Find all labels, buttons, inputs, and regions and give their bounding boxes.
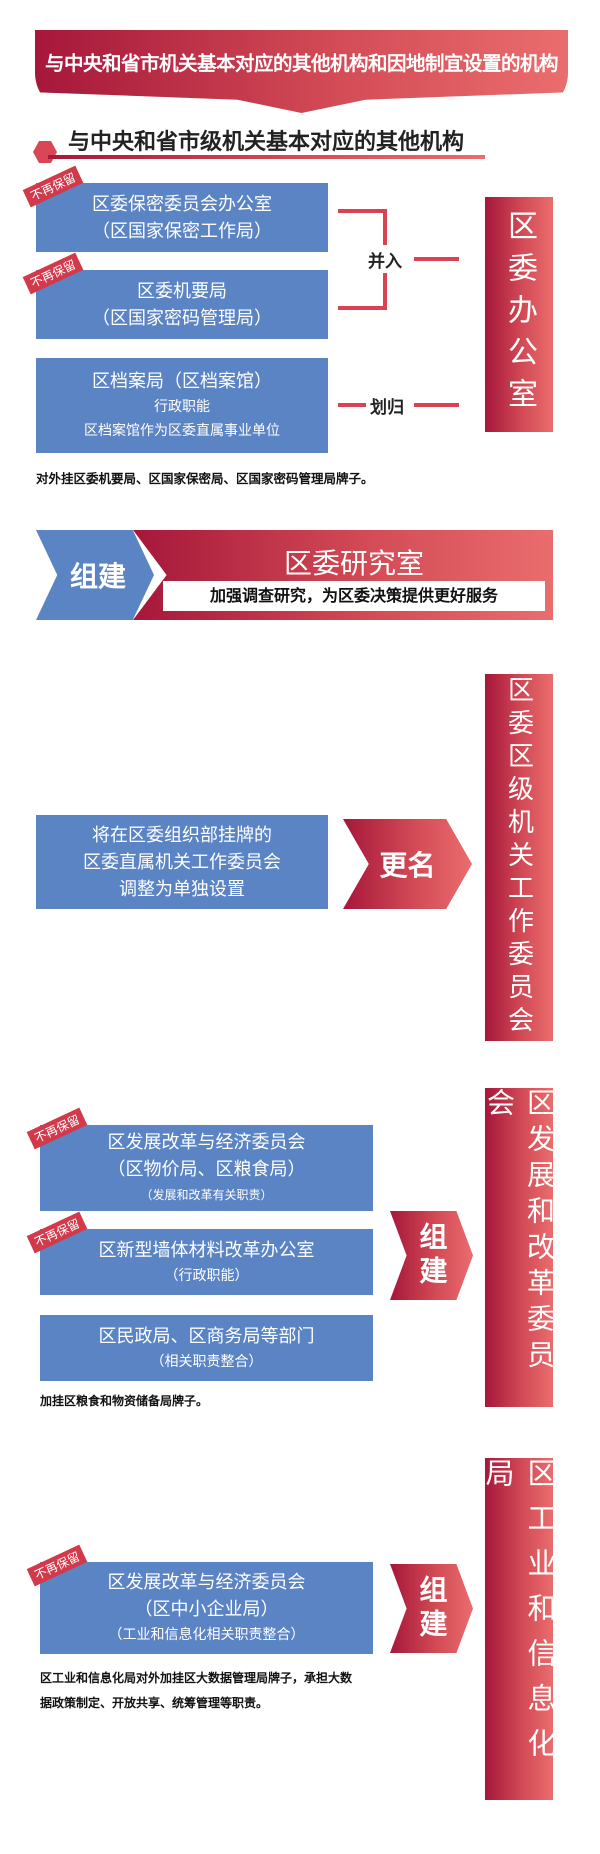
abolished-badge: 不再保留 (22, 165, 84, 208)
section-underline (48, 155, 485, 159)
org-box: 不再保留 区委机要局 （区国家密码管理局） (22, 252, 328, 339)
org-box: 不再保留 区发展改革与经济委员会 （区中小企业局） （工业和信息化相关职责整合） (26, 1544, 373, 1654)
org-name: 区新型墙体材料改革办公室 (98, 1239, 315, 1261)
target-office-bar: 区委办公室 (485, 197, 553, 432)
org-alias: （区物价局、区粮食局） (107, 1159, 306, 1180)
org-name: 区发展改革与经济委员会 (107, 1132, 306, 1153)
abolished-badge: 不再保留 (26, 1544, 88, 1587)
transfer-label: 划归 (370, 398, 404, 418)
org-name: 区委机要局 (137, 280, 227, 302)
rename-arrow: 更名 (343, 819, 472, 909)
org-detail: 区档案馆作为区委直属事业单位 (84, 423, 280, 439)
action-label: 组建 (415, 1574, 449, 1643)
org-name: 区发展改革与经济委员会 (107, 1572, 306, 1593)
org-alias: （区国家密码管理局） (92, 307, 272, 329)
org-box: 不再保留 区发展改革与经济委员会 （区物价局、区粮食局） （发展和改革有关职责） (26, 1107, 373, 1211)
note-line: 据政策制定、开放共享、统筹管理等职责。 (40, 1696, 269, 1710)
note: 对外挂区委机要局、区国家保密局、区国家密码管理局牌子。 (36, 471, 374, 486)
target-drc-bar: 区发展和改革委员会 (483, 1088, 556, 1407)
org-text: 调整为单独设置 (119, 878, 245, 900)
main-header-title: 与中央和省市机关基本对应的其他机构和因地制宜设置的机构 (44, 52, 559, 75)
org-detail: （行政职能） (164, 1267, 249, 1284)
org-box: 区档案局（区档案馆） 行政职能 区档案馆作为区委直属事业单位 (36, 358, 328, 453)
connector-line (383, 273, 387, 309)
target-miit-bar: 区工业和信息化局 (481, 1458, 557, 1800)
org-name: 区民政局、区商务局等部门 (98, 1325, 315, 1347)
establish-chevron: 组建 (36, 530, 154, 620)
abolished-badge: 不再保留 (22, 252, 84, 295)
research-office-title: 区委研究室 (283, 547, 424, 580)
org-alias: （区国家保密工作局） (92, 220, 272, 242)
org-detail: 行政职能 (154, 399, 210, 415)
org-alias: （区中小企业局） (134, 1599, 279, 1620)
connector-line (414, 257, 459, 261)
org-detail: （工业和信息化相关职责整合） (108, 1627, 305, 1643)
main-header-banner: 与中央和省市机关基本对应的其他机构和因地制宜设置的机构 (35, 30, 568, 113)
org-name: 区档案局（区档案馆） (92, 371, 272, 392)
note: 加挂区粮食和物资储备局牌子。 (40, 1394, 209, 1408)
abolished-badge: 不再保留 (26, 1211, 88, 1254)
note-line: 区工业和信息化局对外加挂区大数据管理局牌子，承担大数 (40, 1671, 353, 1685)
target-label: 区发展和改革委员会 (483, 1088, 556, 1376)
target-label: 区委区级机关工作委员会 (503, 676, 534, 1039)
org-name: 区委保密委员会办公室 (92, 193, 272, 215)
merge-label: 并入 (368, 252, 402, 272)
connector-line (338, 306, 387, 310)
hexagon-bullet-icon (33, 141, 57, 163)
org-box: 将在区委组织部挂牌的 区委直属机关工作委员会 调整为单独设置 (36, 815, 328, 909)
org-detail: （发展和改革有关职责） (140, 1188, 273, 1202)
establish-arrow: 组建 (390, 1564, 473, 1653)
action-label: 组建 (69, 560, 126, 593)
target-committee-bar: 区委区级机关工作委员会 (485, 674, 553, 1041)
org-text: 将在区委组织部挂牌的 (92, 824, 272, 846)
connector-line (338, 209, 387, 213)
abolished-badge: 不再保留 (26, 1107, 88, 1150)
establish-arrow: 组建 (390, 1211, 473, 1300)
org-box: 不再保留 区新型墙体材料改革办公室 （行政职能） (26, 1211, 373, 1295)
connector-line (414, 403, 459, 407)
connector-line (383, 209, 387, 245)
action-label: 更名 (379, 849, 436, 882)
org-box: 区民政局、区商务局等部门 （相关职责整合） (40, 1315, 373, 1381)
research-office-subtitle: 加强调查研究，为区委决策提供更好服务 (163, 581, 545, 611)
org-detail: （相关职责整合） (150, 1353, 263, 1370)
connector-line (338, 403, 366, 407)
org-text: 区委直属机关工作委员会 (83, 851, 281, 873)
target-label: 区工业和信息化局 (481, 1458, 557, 1773)
target-label: 区委办公室 (502, 209, 537, 420)
section-title: 与中央和省市级机关基本对应的其他机构 (68, 130, 465, 155)
action-label: 组建 (415, 1221, 449, 1290)
org-box: 不再保留 区委保密委员会办公室 （区国家保密工作局） (22, 165, 328, 252)
